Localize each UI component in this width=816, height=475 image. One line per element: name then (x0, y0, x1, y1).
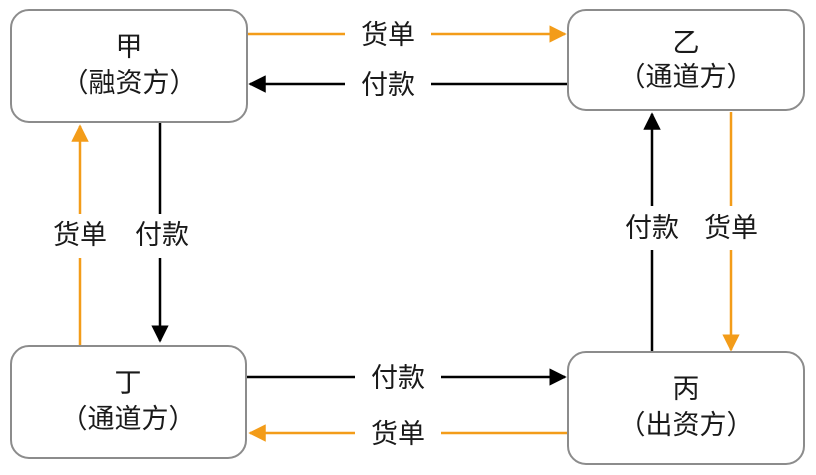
node-role: （融资方） (62, 68, 197, 99)
node-name: 乙 (673, 28, 700, 59)
node-yi: 乙 （通道方） (567, 9, 805, 111)
node-box (567, 9, 805, 111)
label-bg (40, 214, 120, 258)
edge-label: 付款 (371, 363, 425, 394)
node-ding: 丁 （通道方） (10, 345, 247, 459)
node-bing: 丙 （出资方） (567, 351, 805, 465)
edge-label: 付款 (135, 220, 189, 251)
label-bg (345, 66, 431, 102)
edge-goods-ding-to-jia: 货单 (40, 124, 120, 346)
edge-pay-ding-to-bing: 付款 (246, 359, 567, 395)
edge-pay-jia-to-ding: 付款 (122, 122, 202, 343)
edge-label: 付款 (361, 70, 415, 101)
node-box (10, 345, 247, 459)
label-bg (122, 214, 202, 258)
label-bg (355, 415, 441, 451)
node-role: （通道方） (619, 62, 754, 93)
edge-pay-bing-to-yi: 付款 (612, 112, 692, 352)
edge-goods-bing-to-ding: 货单 (248, 415, 568, 451)
edge-goods-yi-to-bing: 货单 (690, 112, 772, 352)
node-role: （出资方） (619, 410, 754, 441)
edge-label: 货单 (704, 213, 758, 244)
label-bg (355, 359, 441, 395)
node-name: 丙 (673, 374, 700, 405)
edge-goods-jia-to-yi: 货单 (247, 16, 567, 52)
node-role: （通道方） (61, 404, 196, 435)
edge-label: 货单 (53, 220, 107, 251)
node-name: 甲 (116, 32, 143, 63)
node-name: 丁 (115, 368, 142, 399)
edge-label: 货单 (371, 419, 425, 450)
label-bg (345, 16, 431, 52)
edge-label: 货单 (361, 20, 415, 51)
edge-pay-yi-to-jia: 付款 (248, 66, 568, 102)
label-bg (690, 206, 772, 250)
edge-label: 付款 (625, 213, 679, 244)
node-box (10, 9, 248, 123)
label-bg (612, 206, 692, 250)
node-jia: 甲 （融资方） (10, 9, 248, 123)
node-box (567, 351, 805, 465)
